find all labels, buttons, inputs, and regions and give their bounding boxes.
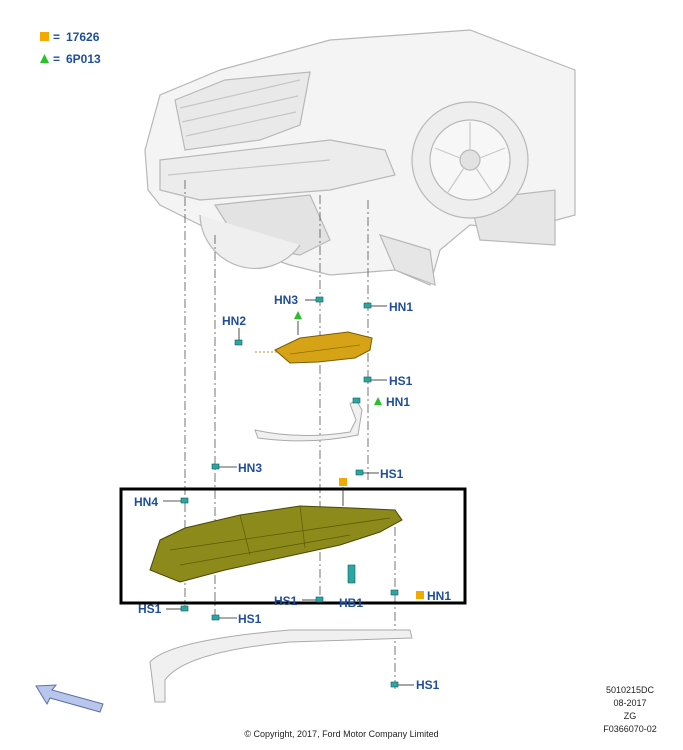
upper-shield-plate — [255, 331, 373, 364]
label-hs1-b: HS1 — [380, 467, 404, 481]
marker-triangle-hn1 — [374, 397, 382, 405]
meta-figure-number: F0366070-02 — [603, 724, 657, 734]
marker-square-hn1 — [416, 591, 424, 599]
label-hn1-mid: HN1 — [386, 395, 410, 409]
meta-code: 5010215DC — [605, 685, 655, 695]
fastener-hn3-mid — [211, 463, 220, 470]
fastener-hb1 — [347, 564, 356, 584]
fastener-hs1-a — [363, 376, 372, 383]
label-hs1-d: HS1 — [238, 612, 262, 626]
fastener-hn1-mid — [352, 397, 361, 404]
vehicle-front-end — [144, 29, 576, 286]
label-hb1: HB1 — [339, 596, 363, 610]
legend-square-icon — [40, 32, 49, 41]
label-hn3-mid: HN3 — [238, 461, 262, 475]
fastener-hn1-top — [363, 302, 372, 309]
marker-square-main-shield — [339, 478, 347, 486]
highlight-box — [119, 487, 467, 605]
label-hn1-low: HN1 — [427, 589, 451, 603]
front-direction-arrow-icon — [35, 684, 104, 713]
label-hs1-c: HS1 — [138, 602, 162, 616]
legend-code-6p013: 6P013 — [66, 52, 101, 66]
legend-triangle-icon — [40, 54, 49, 63]
meta-date: 08-2017 — [613, 698, 647, 708]
fastener-hn4 — [180, 497, 189, 504]
deflector-bracket — [254, 399, 363, 442]
callout-labels: HN3 HN1 HN2 HS1 HN1 HN3 HS1 HN4 HS1 HS1 … — [134, 293, 451, 692]
label-hn3-top: HN3 — [274, 293, 298, 307]
figure-meta: 5010215DC 08-2017 ZG F0366070-02 — [585, 684, 675, 736]
label-hs1-f: HS1 — [416, 678, 440, 692]
leader-lines — [163, 299, 414, 686]
main-underbody-shield — [149, 505, 403, 583]
fastener-hn3-top — [315, 296, 324, 303]
label-hs1-a: HS1 — [389, 374, 413, 388]
fastener-hs1-f — [390, 681, 399, 688]
fastener-hs1-b — [355, 469, 364, 476]
marker-triangle-upper-plate — [294, 311, 302, 319]
fastener-hn2 — [234, 339, 243, 346]
fastener-hn1-low — [390, 589, 399, 596]
label-hn1-top: HN1 — [389, 300, 413, 314]
fastener-hs1-c — [180, 605, 189, 612]
fastener-hs1-e — [315, 596, 324, 603]
label-hn2: HN2 — [222, 314, 246, 328]
label-hs1-e: HS1 — [274, 594, 298, 608]
legend-equals-2: = — [53, 52, 60, 66]
fasteners — [180, 296, 399, 688]
legend-equals-1: = — [53, 30, 60, 44]
fastener-hs1-d — [211, 614, 220, 621]
lower-trim-strip — [149, 629, 413, 703]
meta-zg: ZG — [623, 711, 637, 721]
legend-code-17626: 17626 — [66, 30, 100, 44]
label-hn4: HN4 — [134, 495, 158, 509]
copyright-notice: © Copyright, 2017, Ford Motor Company Li… — [244, 729, 439, 739]
legend: = 17626 = 6P013 — [40, 30, 101, 66]
